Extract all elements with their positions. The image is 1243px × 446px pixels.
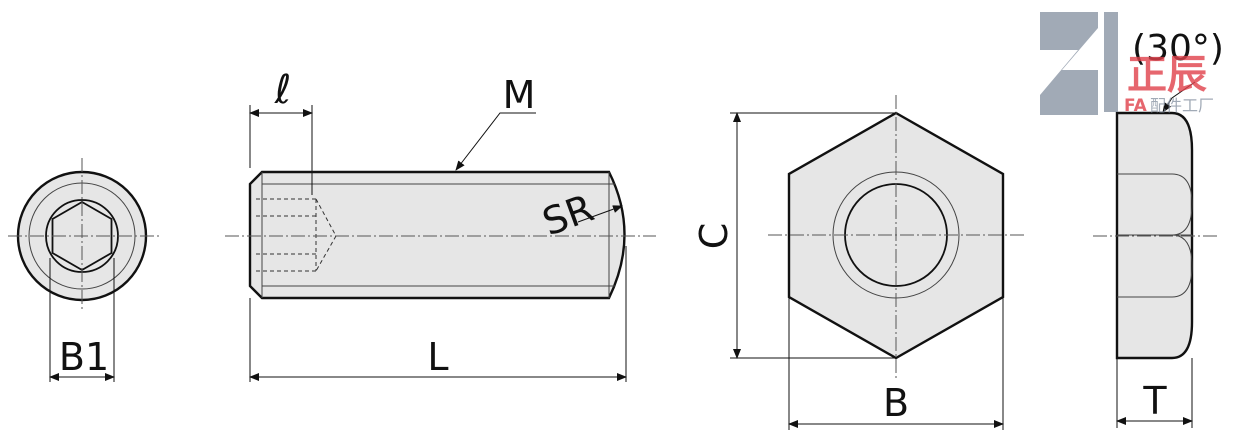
hex-profile-view: (30°) T: [1093, 28, 1224, 428]
side-view: ℓ M SR L: [225, 67, 656, 382]
t-label: T: [1142, 379, 1167, 423]
l-big-label: L: [427, 335, 448, 379]
logo-tagline-text: 配件工厂: [1150, 96, 1214, 115]
m-label: M: [503, 73, 536, 117]
angle-label: (30°): [1132, 28, 1224, 69]
logo-brand-text: 正辰: [1127, 52, 1207, 98]
b-label: B: [883, 381, 909, 425]
logo-fa-text: FA: [1124, 96, 1148, 116]
brand-logo: 正辰 FA 配件工厂: [1040, 12, 1214, 116]
logo-mark-icon: [1040, 12, 1098, 115]
hex-view: C B: [692, 95, 1025, 430]
end-view: B1: [8, 158, 160, 382]
c-label: C: [692, 223, 736, 250]
l-small-label: ℓ: [274, 67, 292, 113]
b1-label: B1: [59, 335, 109, 379]
